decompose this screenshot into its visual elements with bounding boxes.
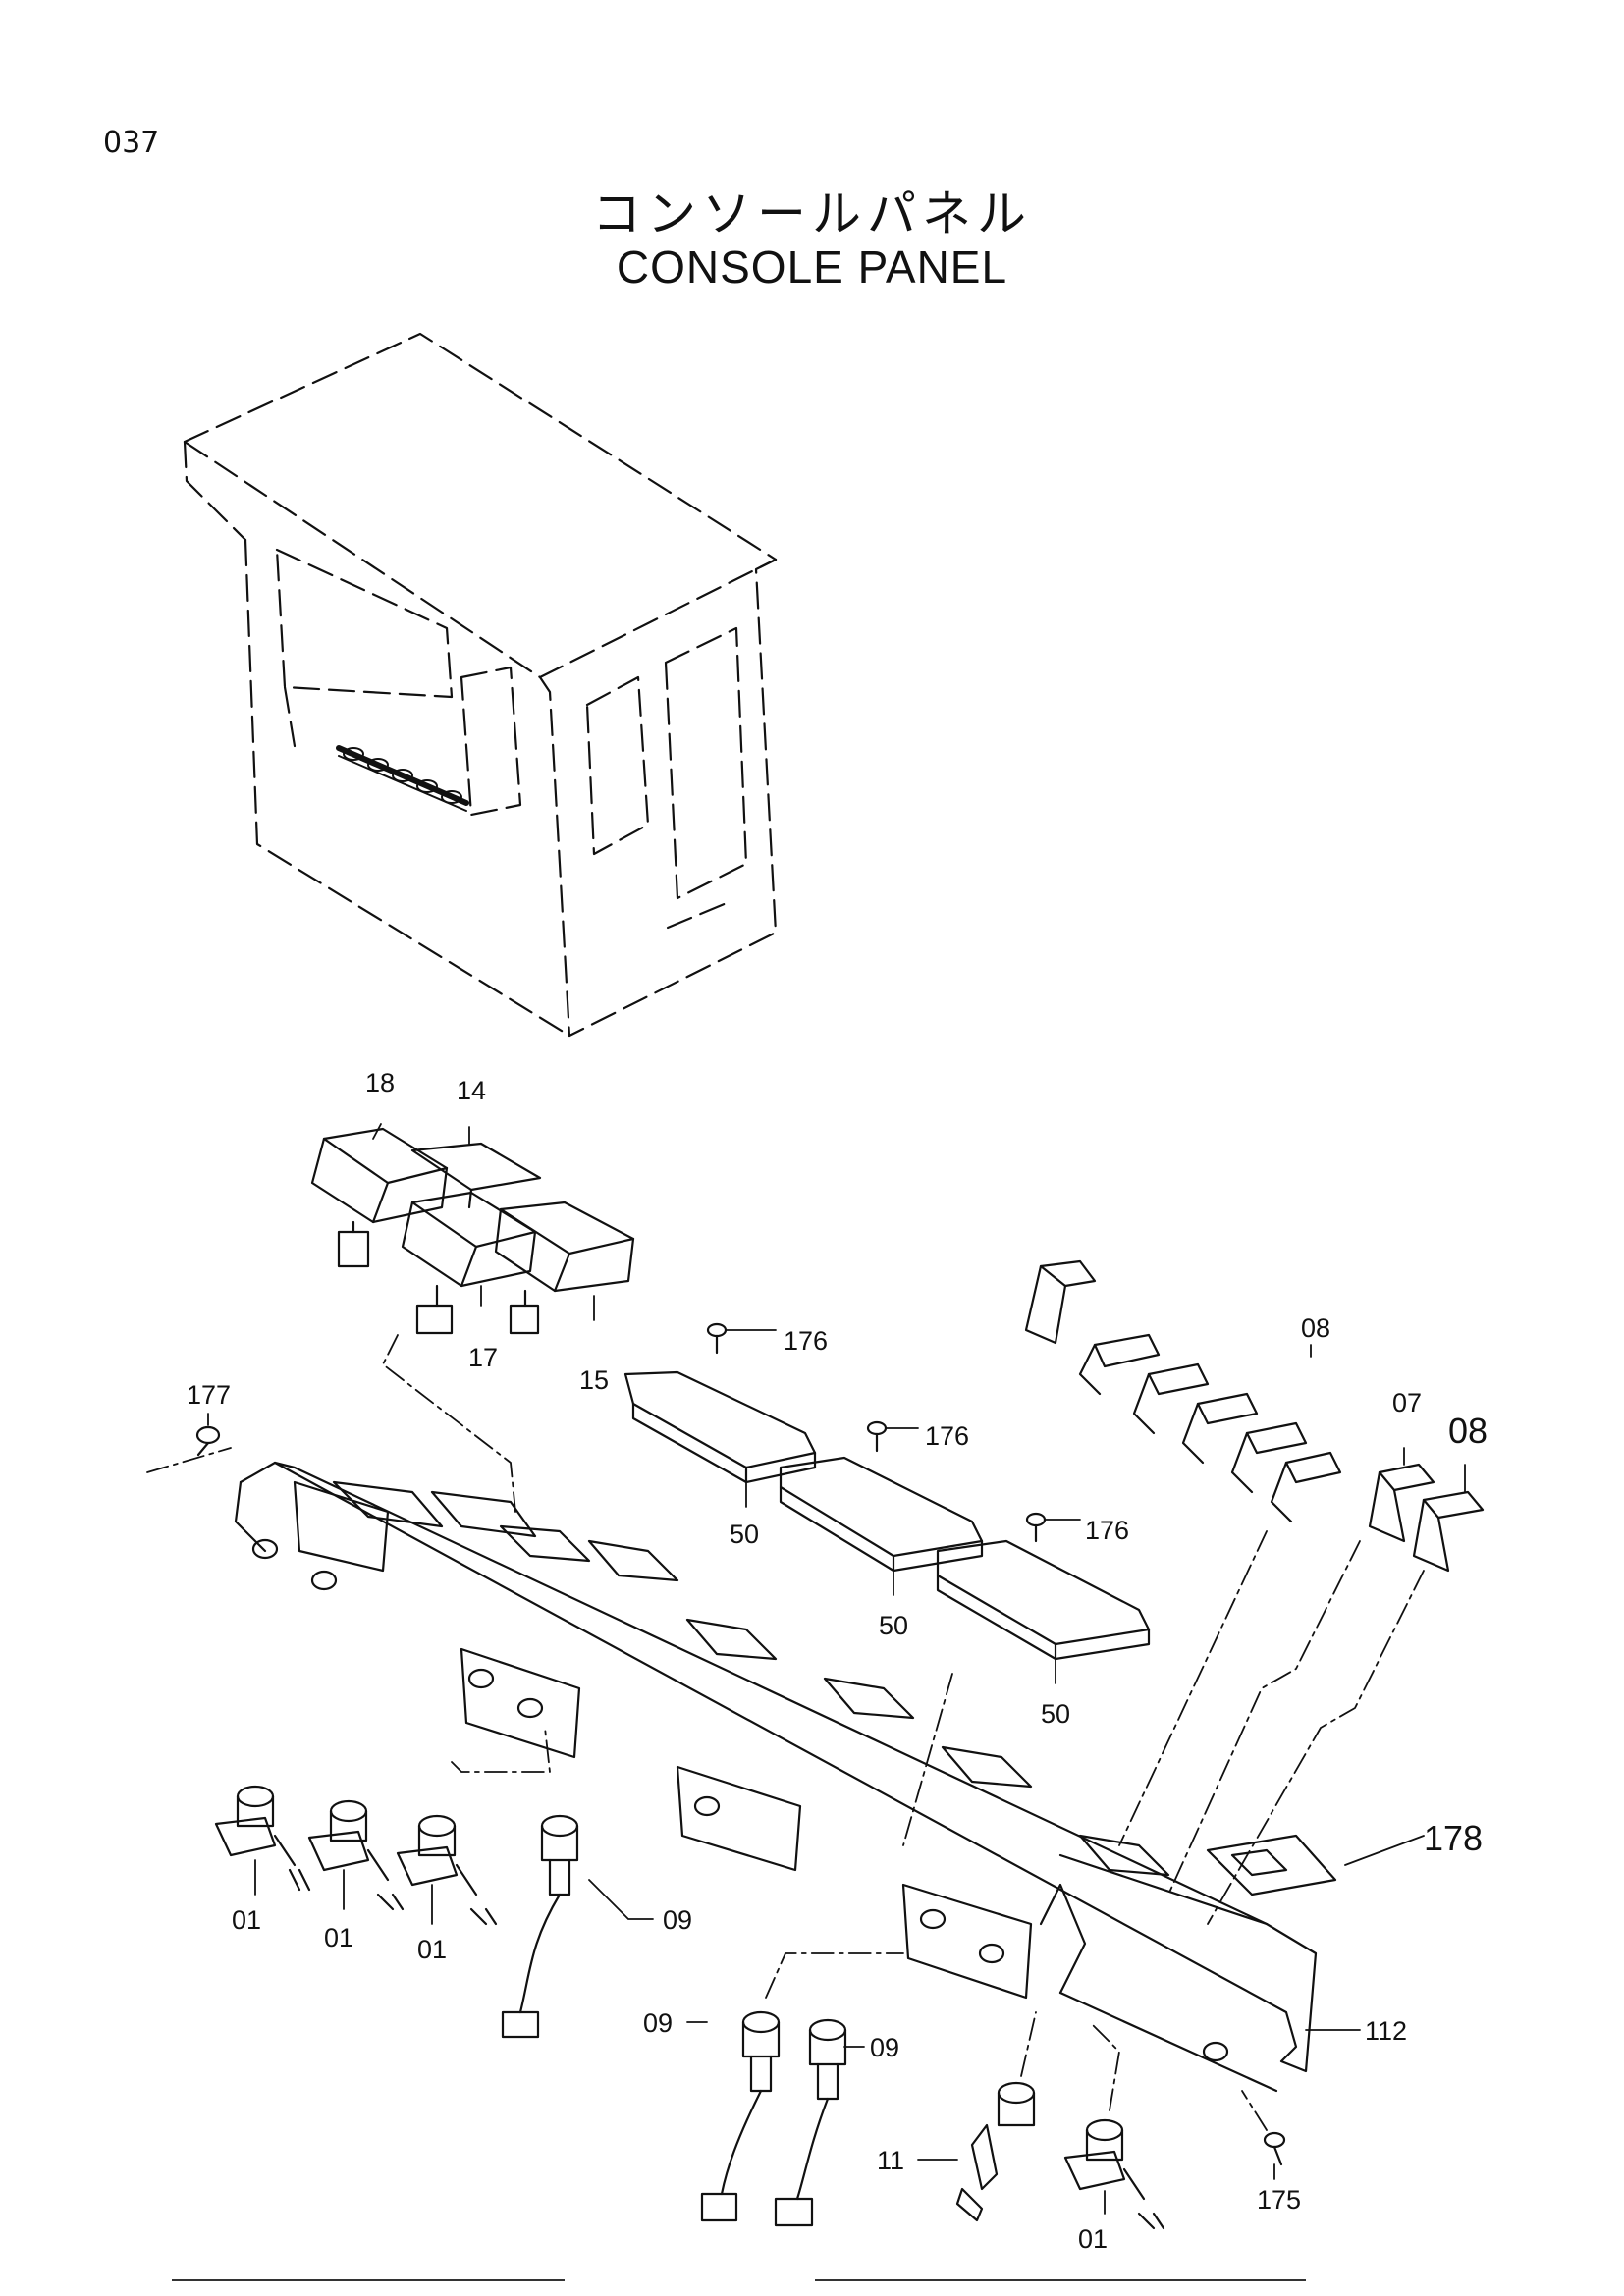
- console-panel-112: [234, 1461, 1318, 2093]
- cover-plate-50-b: [779, 1456, 984, 1573]
- screw-175: [1263, 2131, 1286, 2166]
- leader-lines: [146, 1123, 1466, 2215]
- callout-178: 178: [1424, 1818, 1483, 1858]
- switch-row-08: [1024, 1259, 1342, 1523]
- switch-08-right: [1412, 1490, 1485, 1573]
- callout-07: 07: [1392, 1388, 1422, 1417]
- nameplate-178: [1206, 1834, 1337, 1896]
- callout-18: 18: [365, 1068, 395, 1097]
- callout-14: 14: [457, 1076, 486, 1105]
- callout-11: 11: [877, 2146, 904, 2175]
- callout-01-a: 01: [232, 1905, 261, 1935]
- screw-176-c: [1025, 1512, 1047, 1543]
- switch-box-17: [401, 1191, 537, 1335]
- switch-box-14: [410, 1142, 542, 1209]
- page-number: 037: [103, 126, 160, 160]
- title-english: CONSOLE PANEL: [616, 241, 1008, 293]
- switch-box-18: [310, 1127, 449, 1268]
- callout-15: 15: [579, 1365, 609, 1395]
- callout-09-a: 09: [663, 1905, 692, 1935]
- switch-01-d: [1063, 2118, 1165, 2230]
- callout-01-d: 01: [1078, 2224, 1108, 2254]
- callout-08-a: 08: [1301, 1313, 1330, 1343]
- callout-112: 112: [1365, 2016, 1407, 2046]
- switch-box-15: [494, 1201, 635, 1335]
- callout-176-a: 176: [784, 1326, 828, 1356]
- switch-01-a: [214, 1785, 311, 1892]
- callout-177: 177: [187, 1380, 231, 1410]
- callout-175: 175: [1257, 2185, 1301, 2215]
- callout-50-b: 50: [879, 1611, 908, 1640]
- footer-rule-right: [815, 2279, 1306, 2281]
- footer-rule-left: [172, 2279, 565, 2281]
- switch-09-b: [700, 2010, 781, 2222]
- callout-01-c: 01: [417, 1935, 447, 1964]
- callout-17: 17: [468, 1343, 498, 1372]
- title-japanese: コンソールパネル: [592, 186, 1032, 242]
- callout-176-b: 176: [925, 1421, 969, 1451]
- switch-01-b: [307, 1799, 405, 1911]
- callout-08-b: 08: [1448, 1411, 1488, 1451]
- screw-176-a: [706, 1322, 728, 1355]
- screw-177: [195, 1425, 221, 1457]
- switch-09-a: [501, 1814, 579, 2039]
- callout-labels: 18 14 17 15 176 176 176 177 50 50 50 08 …: [187, 1068, 1488, 2254]
- callout-176-c: 176: [1085, 1516, 1129, 1545]
- cab-console-symbol: [336, 745, 469, 812]
- callout-01-b: 01: [324, 1923, 353, 1952]
- switch-11: [955, 2081, 1036, 2222]
- cab-outline: [183, 332, 778, 1038]
- callout-50-c: 50: [1041, 1699, 1070, 1729]
- switch-09-c: [774, 2018, 847, 2227]
- switch-01-c: [396, 1814, 498, 1926]
- callout-50-a: 50: [730, 1520, 759, 1549]
- callout-09-c: 09: [870, 2033, 899, 2062]
- switch-07: [1368, 1463, 1435, 1543]
- cover-plate-50-a: [623, 1370, 817, 1484]
- screw-176-b: [866, 1420, 888, 1453]
- cover-plate-50-c: [936, 1539, 1151, 1661]
- callout-09-b: 09: [643, 2008, 673, 2038]
